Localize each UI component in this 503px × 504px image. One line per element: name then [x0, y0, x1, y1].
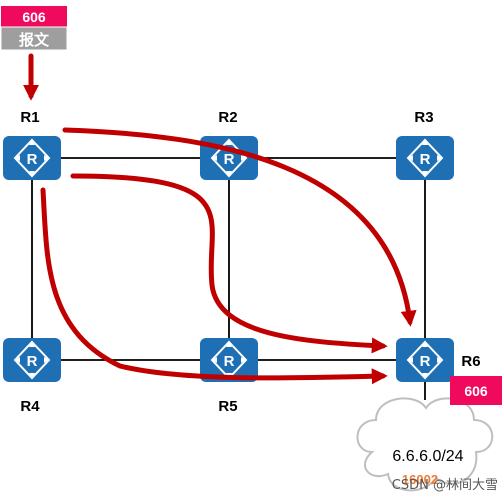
router-label-r2: R2	[218, 109, 237, 126]
router-label-r4: R4	[20, 398, 40, 415]
router-label-r3: R3	[414, 109, 433, 126]
network-sid-tag: 16002	[402, 472, 438, 487]
router-r3[interactable]	[395, 135, 455, 181]
router-label-r5: R5	[218, 398, 237, 415]
router-r6[interactable]	[395, 337, 455, 383]
router-r4[interactable]	[2, 337, 62, 383]
router-icon	[2, 337, 62, 383]
packet-label: 606	[22, 9, 46, 25]
r6-label-value: 606	[464, 383, 488, 399]
packet-tag: 606 报文	[0, 6, 68, 51]
network-prefix: 6.6.6.0/24	[392, 448, 463, 465]
r6-label-tag: 606	[450, 376, 502, 405]
router-label-r1: R1	[20, 109, 39, 126]
watermark: CSDN @林间大雪	[392, 478, 498, 493]
router-icon	[2, 135, 62, 181]
router-icon	[395, 337, 455, 383]
traffic-paths	[22, 53, 417, 385]
router-label-r6: R6	[461, 353, 480, 370]
path-r1-r4-r6	[40, 187, 388, 385]
router-icon	[395, 135, 455, 181]
router-r1[interactable]	[2, 135, 62, 181]
path-r1-r6-top	[62, 127, 417, 327]
cloud-icon	[356, 397, 494, 492]
path-r1-r2-r6	[70, 173, 388, 354]
packet-sublabel: 报文	[19, 31, 50, 49]
